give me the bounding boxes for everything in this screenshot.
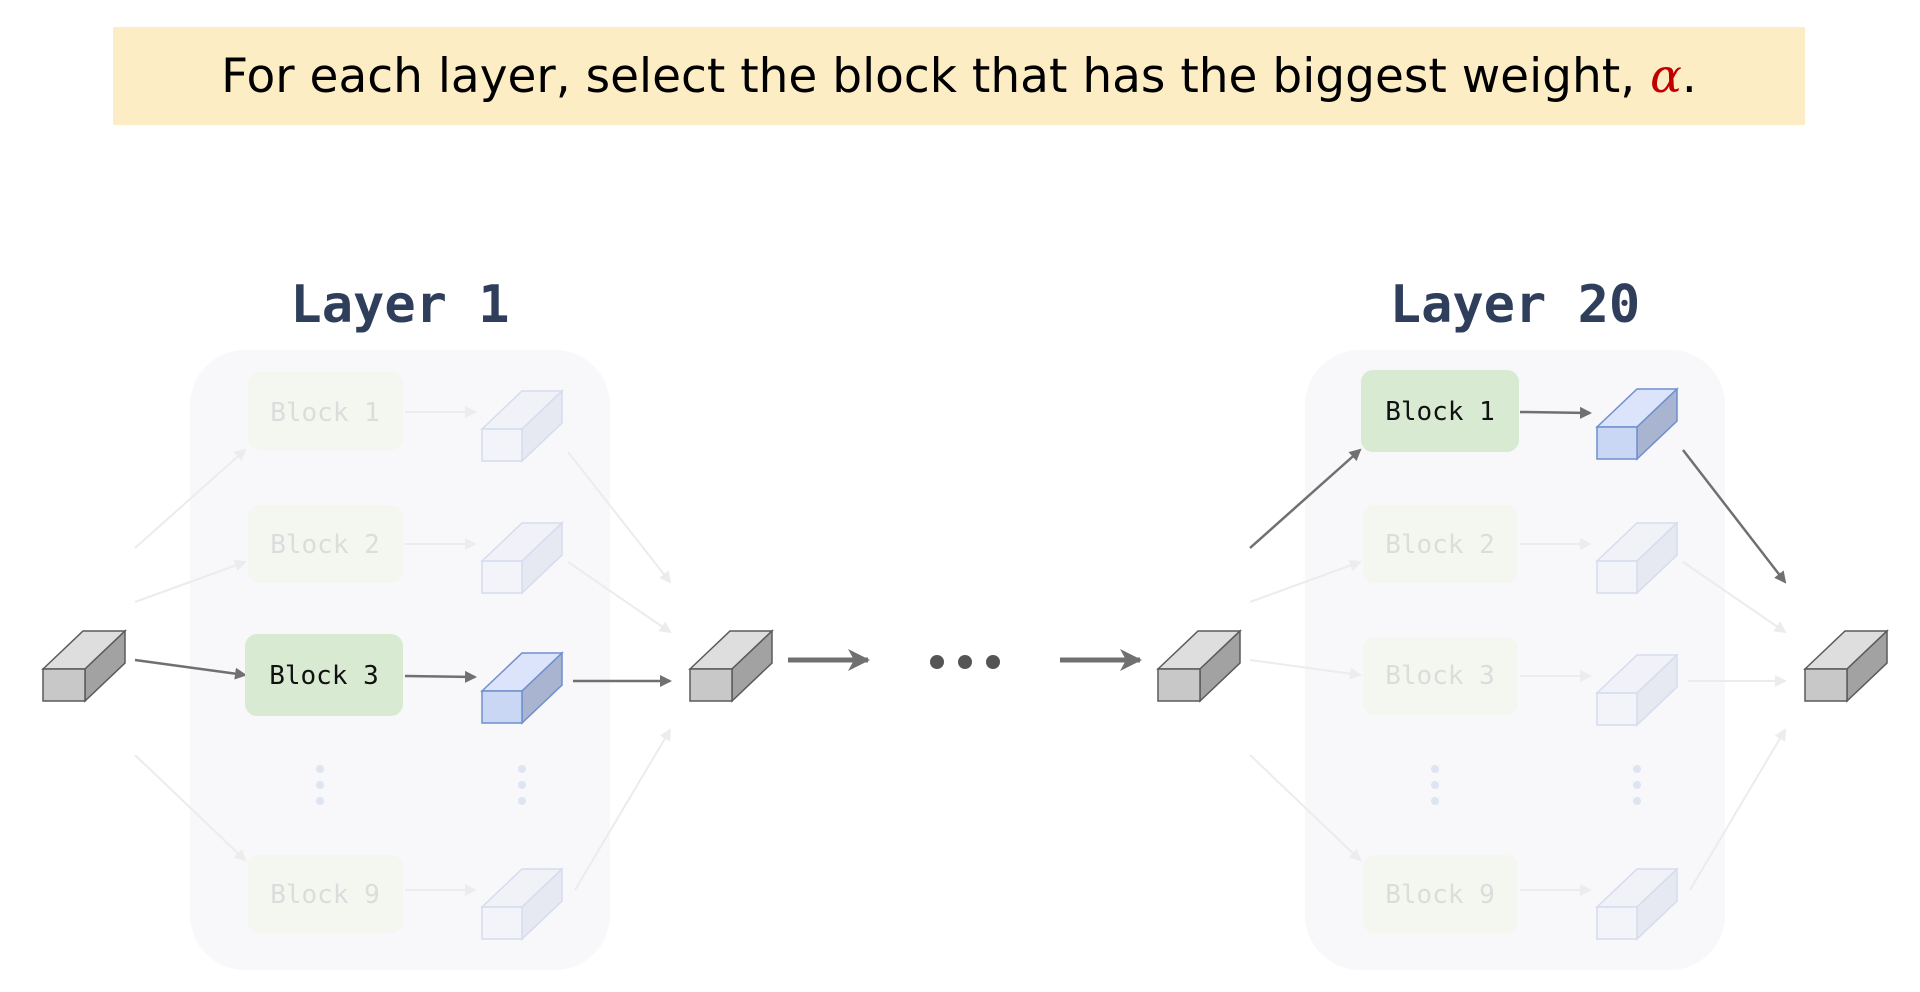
block-2-label: Block 2 — [1385, 530, 1495, 560]
block-3-label: Block 3 — [269, 661, 379, 691]
output-tensor-faded — [1595, 521, 1679, 595]
arrow-faded — [134, 754, 247, 862]
block-1 — [248, 372, 403, 450]
arrow-faded — [134, 448, 247, 549]
merged-tensor — [688, 629, 774, 703]
input-tensor — [41, 629, 127, 703]
vertical-ellipsis — [518, 765, 526, 805]
block-9-label: Block 9 — [1385, 880, 1495, 910]
output-tensor-selected — [1595, 387, 1679, 461]
arrow-active — [404, 670, 477, 683]
arrow-faded — [567, 561, 672, 634]
block-9-label: Block 9 — [270, 880, 380, 910]
output-tensor-faded — [1595, 867, 1679, 941]
vertical-ellipsis — [316, 765, 324, 805]
arrow-active — [1682, 449, 1787, 584]
instruction-banner: For each layer, select the block that ha… — [113, 27, 1805, 125]
arrow-faded — [567, 451, 672, 584]
block-2-label: Block 2 — [270, 530, 380, 560]
output-tensor-faded — [480, 389, 564, 463]
arrow-faded — [1249, 659, 1362, 680]
block-9 — [248, 855, 403, 933]
arrow-active — [134, 658, 247, 680]
horizontal-ellipsis — [930, 655, 1000, 669]
layer-20-input-tensor — [1156, 629, 1242, 703]
block-2 — [1363, 505, 1518, 583]
block-9 — [1363, 855, 1518, 933]
layer-20-title: Layer 20 — [1390, 275, 1640, 335]
final-output-tensor — [1803, 629, 1889, 703]
arrow-faded — [1682, 561, 1787, 634]
block-1-label: Block 1 — [270, 398, 380, 428]
arrow-faded — [1689, 728, 1787, 891]
output-tensor-faded — [1595, 653, 1679, 727]
arrow-faded — [1249, 559, 1362, 603]
arrow-faded — [574, 728, 672, 891]
banner-text: For each layer, select the block that ha… — [221, 48, 1636, 104]
arrow-faded — [134, 559, 247, 603]
block-3 — [1363, 637, 1518, 715]
arrow-active — [1249, 448, 1362, 549]
vertical-ellipsis — [1633, 765, 1641, 805]
block-1-label: Block 1 — [1385, 397, 1495, 427]
alpha-symbol: α — [1650, 48, 1682, 104]
arrow-active — [1519, 406, 1592, 419]
banner-end: . — [1681, 48, 1697, 104]
output-tensor-selected — [480, 651, 564, 725]
arrow-faded — [1249, 754, 1362, 862]
block-3-label: Block 3 — [1385, 661, 1495, 691]
layer-1-title: Layer 1 — [290, 275, 509, 335]
output-tensor-faded — [480, 867, 564, 941]
block-1-selected — [1361, 370, 1519, 452]
block-2 — [248, 505, 403, 583]
block-3-selected — [245, 634, 403, 716]
output-tensor-faded — [480, 521, 564, 595]
vertical-ellipsis — [1431, 765, 1439, 805]
